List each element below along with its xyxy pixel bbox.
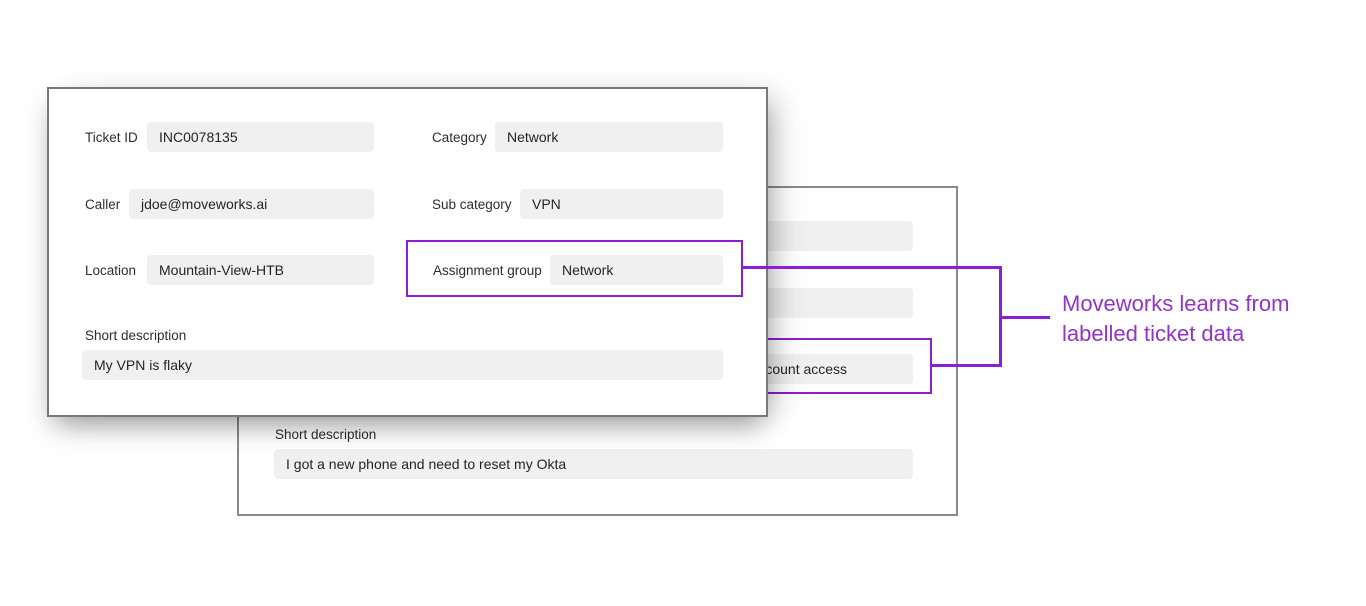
connector-line-stub [999, 316, 1050, 319]
caller-field: jdoe@moveworks.ai [129, 189, 374, 219]
short-description-field: My VPN is flaky [82, 350, 723, 380]
caller-label: Caller [85, 197, 121, 212]
sub-category-field: VPN [520, 189, 723, 219]
assignment-group-label: Assignment group [433, 263, 542, 278]
assignment-group-value: Network [562, 262, 614, 278]
category-value: Network [507, 129, 559, 145]
ticket-id-value: INC0078135 [159, 129, 238, 145]
connector-line-bottom [932, 364, 1001, 367]
category-label: Category [432, 130, 487, 145]
location-label: Location [85, 263, 137, 278]
front-assignment-group-highlight-box [406, 240, 743, 297]
back-assignment-group-value: Account access [749, 361, 848, 377]
ticket-id-label: Ticket ID [85, 130, 138, 145]
back-assignment-group-field: Account access [740, 354, 913, 384]
sub-category-value: VPN [532, 196, 561, 212]
assignment-group-field: Network [550, 255, 723, 285]
back-short-description-label: Short description [275, 427, 377, 442]
sub-category-label: Sub category [432, 197, 512, 212]
short-description-label: Short description [85, 328, 187, 343]
back-short-description-field: I got a new phone and need to reset my O… [274, 449, 913, 479]
caller-value: jdoe@moveworks.ai [141, 196, 268, 212]
location-value: Mountain-View-HTB [159, 262, 285, 278]
location-field: Mountain-View-HTB [147, 255, 374, 285]
annotation-text: Moveworks learns from labelled ticket da… [1062, 291, 1290, 346]
connector-line-top [743, 266, 1001, 269]
category-field: Network [495, 122, 723, 152]
back-short-description-value: I got a new phone and need to reset my O… [286, 456, 567, 472]
short-description-value: My VPN is flaky [94, 357, 193, 373]
ticket-id-field: INC0078135 [147, 122, 374, 152]
